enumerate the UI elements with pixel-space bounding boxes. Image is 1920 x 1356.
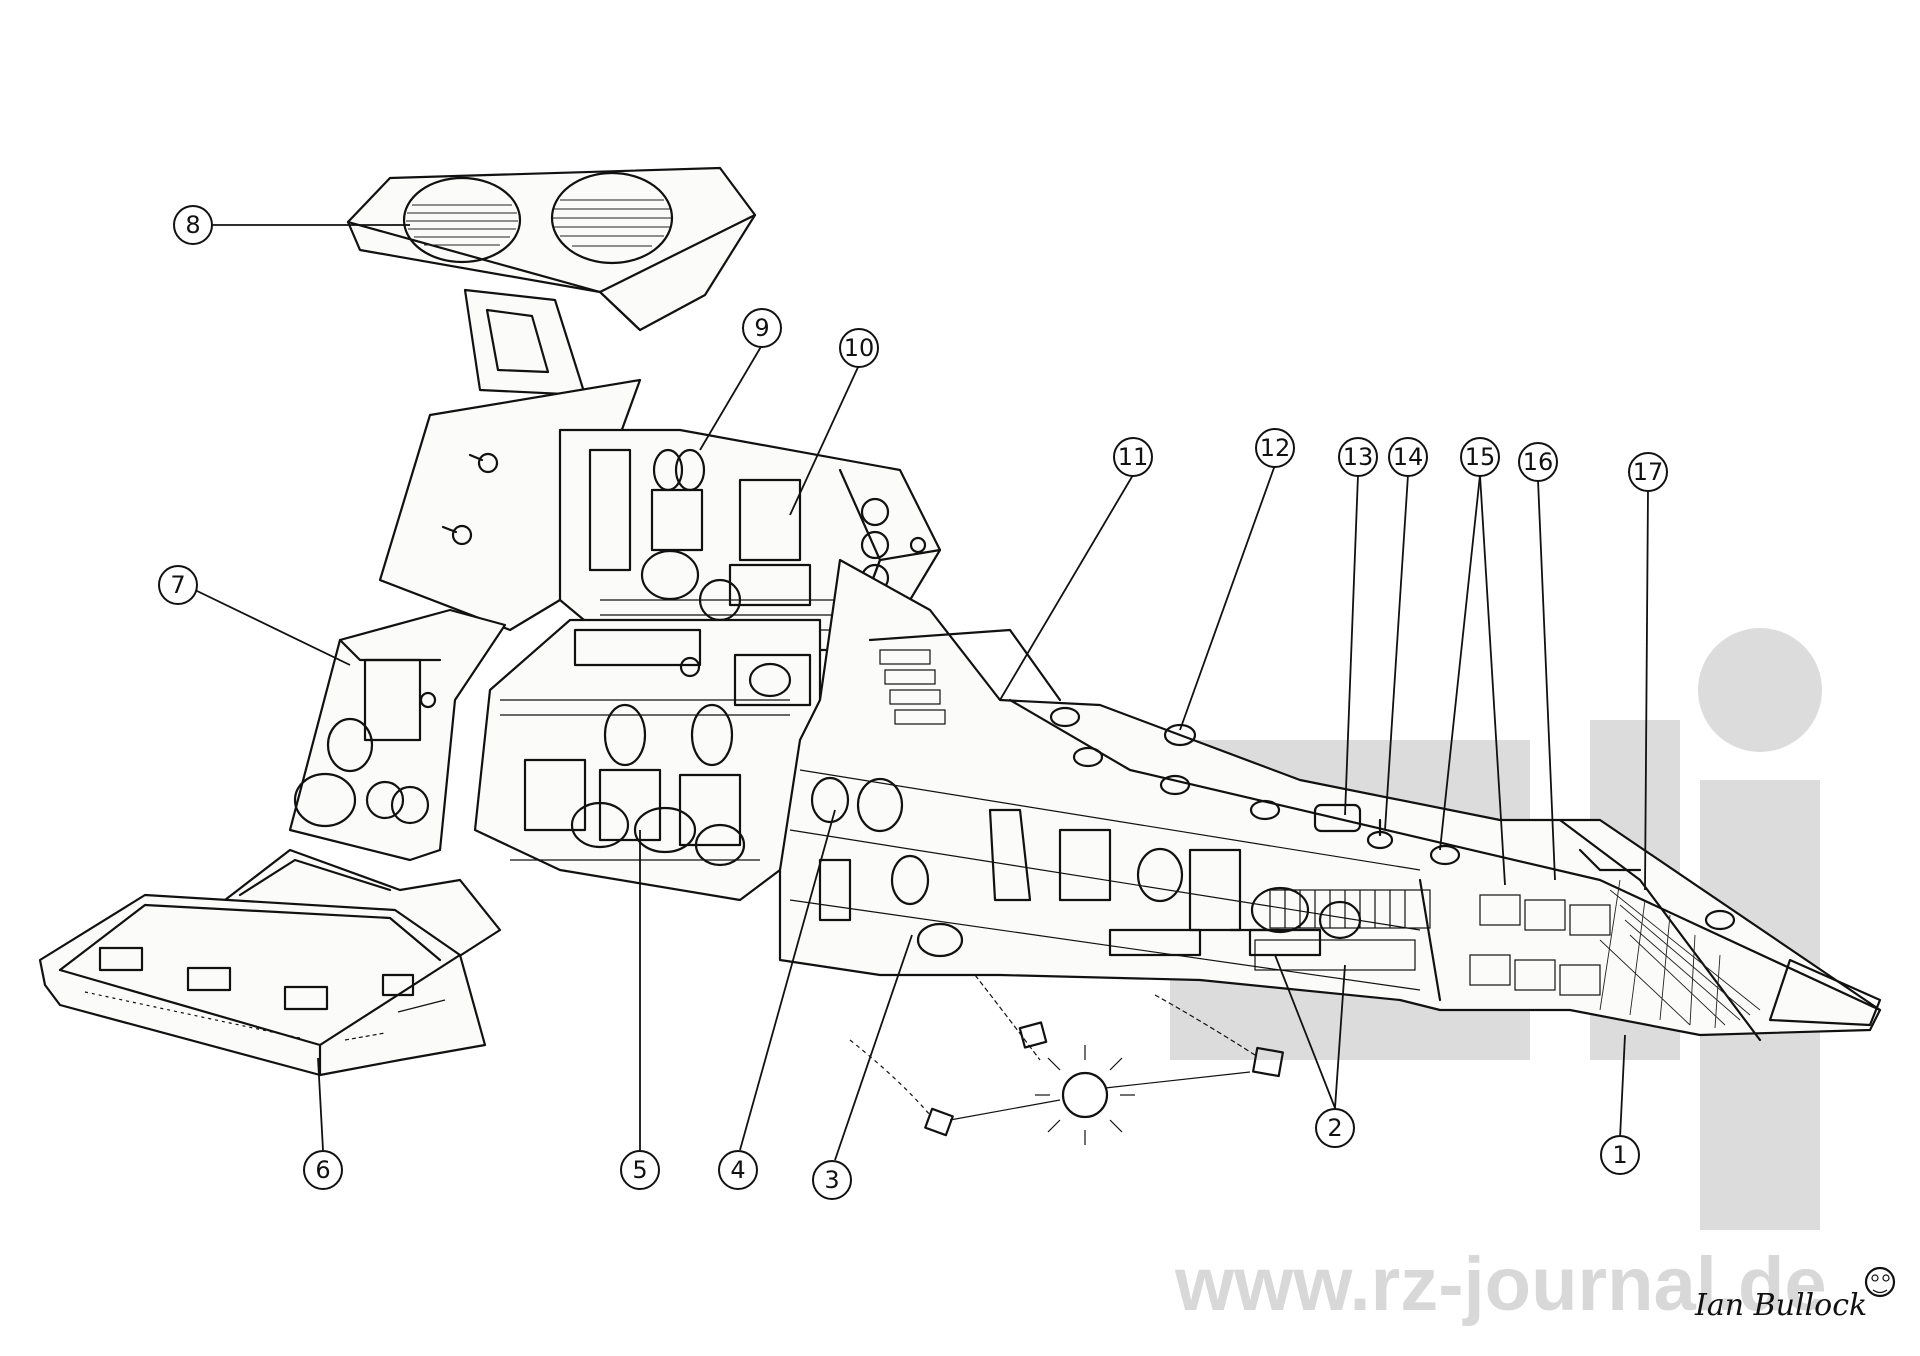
svg-text:1: 1 [1612, 1141, 1627, 1169]
svg-text:7: 7 [170, 571, 185, 599]
callout-10: 10 [839, 328, 879, 368]
callout-16: 16 [1518, 442, 1558, 482]
crew-compartment [1469, 894, 1611, 996]
svg-text:11: 11 [1118, 443, 1149, 471]
callout-12: 12 [1255, 428, 1295, 468]
signature-doodle-icon [1864, 1266, 1896, 1298]
svg-text:16: 16 [1523, 448, 1554, 476]
callout-15: 15 [1460, 437, 1500, 477]
svg-text:5: 5 [632, 1156, 647, 1184]
energy-burst [849, 974, 1284, 1145]
svg-text:6: 6 [315, 1156, 330, 1184]
callout-9: 9 [742, 308, 782, 348]
svg-text:4: 4 [730, 1156, 745, 1184]
svg-text:8: 8 [185, 211, 200, 239]
svg-text:2: 2 [1327, 1114, 1342, 1142]
callout-14: 14 [1388, 437, 1428, 477]
svg-text:3: 3 [824, 1166, 839, 1194]
svg-text:13: 13 [1343, 443, 1374, 471]
main-fuselage [778, 558, 1882, 1042]
callout-4: 4 [718, 1150, 758, 1190]
callout-13: 13 [1338, 437, 1378, 477]
callout-5: 5 [620, 1150, 660, 1190]
central-engine-section [473, 618, 822, 902]
generator-coils [1254, 889, 1431, 971]
svg-text:12: 12 [1260, 434, 1291, 462]
callout-3: 3 [812, 1160, 852, 1200]
callout-11: 11 [1113, 437, 1153, 477]
callout-1: 1 [1600, 1135, 1640, 1175]
detached-cargo-pod [38, 893, 487, 1077]
watermark-url: www.rz-journal.de [1174, 1242, 1827, 1327]
callout-17: 17 [1628, 452, 1668, 492]
callout-8: 8 [173, 205, 213, 245]
artist-signature: Ian Bullock [1694, 1288, 1867, 1323]
svg-text:14: 14 [1393, 443, 1424, 471]
lower-hull-machinery [810, 776, 1362, 958]
callout-7: 7 [158, 565, 198, 605]
callout-2: 2 [1315, 1108, 1355, 1148]
leader-lines [194, 224, 1649, 1161]
callout-6: 6 [303, 1150, 343, 1190]
svg-text:17: 17 [1633, 458, 1664, 486]
svg-text:9: 9 [754, 314, 769, 342]
svg-text:15: 15 [1465, 443, 1496, 471]
nose-mesh [1599, 879, 1761, 1029]
top-sensor-pod [346, 166, 757, 397]
svg-text:10: 10 [844, 334, 875, 362]
